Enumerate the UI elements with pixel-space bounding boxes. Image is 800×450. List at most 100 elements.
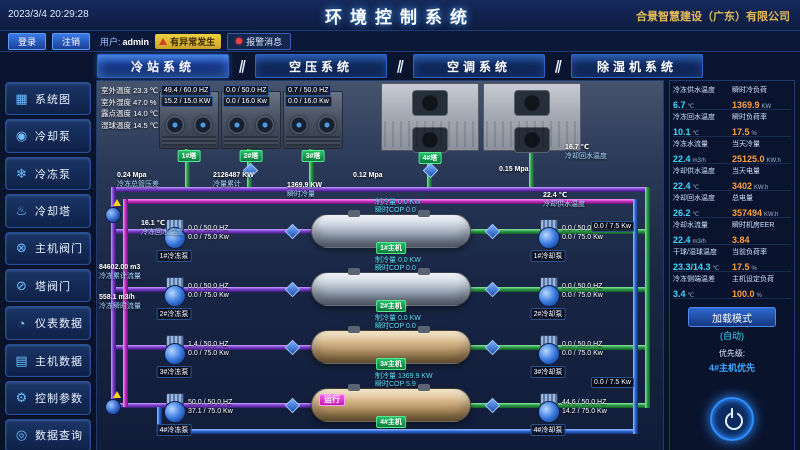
pump-readout: 1.4 / 50.0 HZ 0.0 / 75.0 Kw: [188, 340, 229, 359]
pump-unit[interactable]: 0.0 / 50.0 HZ 0.0 / 75.0 Kw 1#冷冻泵: [156, 219, 229, 262]
metric-cell: 冷却供水温度 22.4℃: [673, 166, 732, 189]
tab[interactable]: 冷站系统: [97, 54, 229, 78]
alarm-triangle-icon: [113, 199, 121, 206]
metric-unit: ℃: [692, 131, 700, 135]
cooling-tower[interactable]: 49.4 / 60.0 HZ 15.2 / 15.0 KW 1#塔: [159, 85, 219, 162]
page-title: 环境控制系统: [325, 7, 475, 27]
pump-unit[interactable]: 0.0 / 50.0 HZ 0.0 / 75.0 Kw 2#冷冻泵: [156, 277, 229, 320]
pipe: [633, 199, 638, 434]
metric-value: 357494: [732, 208, 763, 216]
sidebar-item-icon: ⊘: [16, 277, 27, 293]
sidebar-item-icon: ◎: [15, 427, 28, 443]
metric-cell: 当前负荷率 17.5%: [732, 247, 791, 270]
cooling-tower[interactable]: 4#塔: [381, 83, 479, 164]
priority-block: 优先级: 4#主机优先: [673, 348, 791, 374]
metric-unit: m3/h: [692, 239, 706, 243]
chiller-unit[interactable]: 制冷量 0.0 KW 瞬时COP 0.0 3#主机: [311, 315, 471, 370]
pump-power: 14.2 / 75.0 Kw: [562, 408, 607, 416]
sidebar-item[interactable]: ⊘ 塔阀门: [5, 269, 91, 303]
inline-pump-icon[interactable]: [105, 199, 121, 223]
pump-power: 0.0 / 75.0 Kw: [562, 350, 603, 358]
chiller-cop-readout: 瞬时COP 0.0: [375, 323, 416, 330]
env-reading: 湿球温度 14.5 ℃: [101, 120, 159, 130]
load-mode-button[interactable]: 加载模式: [688, 307, 776, 327]
power-button[interactable]: [710, 397, 754, 441]
pump-power: 0.0 / 75.0 Kw: [188, 350, 229, 358]
login-button[interactable]: 登录: [8, 32, 47, 50]
sidebar-item[interactable]: ⚙ 控制参数: [5, 381, 91, 415]
pump-tag: 3#冷却泵: [530, 366, 566, 378]
chiller-unit[interactable]: 制冷量 0.0 KW 瞬时COP 0.0 2#主机: [311, 257, 471, 312]
inline-pump-icon[interactable]: [105, 391, 121, 415]
tab-label: 空压系统: [288, 59, 353, 74]
alarm-messages-button[interactable]: 报警消息: [227, 32, 292, 50]
tower-frequency-readout: 49.4 / 60.0 HZ: [161, 85, 212, 97]
metric-value: 22.4: [673, 235, 691, 243]
chiller-capacity-readout: 制冷量 0.0 KW: [375, 315, 421, 322]
cooling-tower[interactable]: 0.0 / 50.0 HZ 0.0 / 16.0 Kw 2#塔: [221, 85, 281, 162]
label-value: 0.15 Mpa: [499, 166, 529, 173]
metric-value: 26.2: [673, 208, 691, 216]
metric-label: 冷冻回水温度: [673, 114, 715, 121]
user-label: 用户:: [100, 36, 121, 47]
sidebar-item[interactable]: ❄ 冷冻泵: [5, 156, 91, 191]
chiller-cop-readout: 瞬时COP 5.9: [375, 381, 416, 388]
sidebar-item[interactable]: ▦ 系统图: [5, 82, 91, 116]
clock: 2023/3/4 20:29:28: [8, 9, 89, 20]
cooling-tower[interactable]: [483, 83, 581, 153]
sidebar-item-icon: ▦: [15, 90, 28, 106]
tab-label: 空调系统: [446, 59, 511, 74]
metric-label: 瞬时机房EER: [732, 222, 775, 229]
tab[interactable]: 空压系统: [255, 54, 387, 78]
label-caption: 瞬时冷量: [287, 191, 315, 199]
sidebar-item-icon: ◉: [15, 128, 28, 144]
pump-unit[interactable]: 0.0 / 50.0 HZ 0.0 / 75.0 Kw 3#冷却泵: [530, 335, 603, 378]
tower-tag: 1#塔: [177, 150, 201, 162]
sidebar-item-icon: ❄: [16, 165, 27, 181]
sidebar-item[interactable]: ♨ 冷却塔: [5, 194, 91, 228]
pump-readout: 0.0 / 50.0 HZ 0.0 / 75.0 Kw: [562, 282, 603, 301]
cooling-tower[interactable]: 0.7 / 50.0 HZ 0.0 / 16.0 Kw 3#塔: [283, 85, 343, 162]
tower-tag: 2#塔: [239, 150, 263, 162]
fan-icon: [256, 116, 275, 134]
pump-readout: 0.0 / 50.0 HZ 0.0 / 75.0 Kw: [562, 340, 603, 359]
toolbar: 登录 注销 用户:admin 有异常发生 报警消息: [0, 31, 800, 52]
sidebar-item[interactable]: ⊗ 主机阀门: [5, 231, 91, 266]
pipe: [111, 187, 116, 409]
metric-unit: ℃: [692, 185, 700, 189]
fan-icon: [412, 90, 448, 116]
pump-unit[interactable]: 1.4 / 50.0 HZ 0.0 / 75.0 Kw 3#冷冻泵: [156, 335, 229, 378]
metric-row: 冷冻回水温度 10.1℃ 瞬时负荷率 17.5%: [673, 110, 791, 137]
tab[interactable]: 除湿机系统: [571, 54, 703, 78]
pump-frequency: 44.6 / 50.0 HZ: [562, 399, 607, 406]
pump-readout: 0.0 / 50.0 HZ 0.0 / 75.0 Kw: [188, 224, 229, 243]
sidebar-item[interactable]: ◎ 数据查询: [5, 418, 91, 450]
pump-unit[interactable]: 0.0 / 50.0 HZ 0.0 / 75.0 Kw 1#冷却泵: [530, 219, 603, 262]
chiller-unit[interactable]: 制冷量 1369.9 KW 瞬时COP 5.9 4#主机: [311, 373, 471, 428]
metric-unit: ℃: [687, 293, 695, 297]
sidebar-item[interactable]: ◔ 仪表数据: [5, 306, 91, 340]
sidebar-item[interactable]: ◉ 冷却泵: [5, 119, 91, 153]
sidebar-item-label: 主机阀门: [35, 243, 83, 256]
sidebar-item[interactable]: ▤ 主机数据: [5, 343, 91, 378]
metric-cell: 冷冻供水温度 6.7℃: [673, 85, 732, 108]
tab[interactable]: 空调系统: [413, 54, 545, 78]
pump-unit[interactable]: 50.0 / 50.0 HZ 37.1 / 75.0 Kw 4#冷冻泵: [156, 393, 233, 436]
pump-unit[interactable]: 44.6 / 50.0 HZ 14.2 / 75.0 Kw 4#冷却泵: [530, 393, 607, 436]
metric-value: 3.84: [732, 235, 750, 243]
metric-label: 瞬时负荷率: [732, 114, 767, 121]
label-value: 0.0 / 7.5 Kw: [594, 379, 631, 386]
pump-unit[interactable]: 0.0 / 50.0 HZ 0.0 / 75.0 Kw 2#冷却泵: [530, 277, 603, 320]
metric-value: 100.0: [732, 289, 755, 297]
metric-cell: 干球/湿球温度 23.3/14.3℃: [673, 247, 732, 270]
alarm-label: 报警消息: [246, 36, 283, 47]
metric-label: 当前负荷率: [732, 249, 767, 256]
system-tabs: 冷站系统 空压系统 空调系统 除湿机系统: [0, 52, 800, 80]
metric-cell: 冷却回水温度 26.2℃: [673, 193, 732, 216]
pump-power: 37.1 / 75.0 Kw: [188, 408, 233, 416]
metric-label: 冷冻供水温度: [673, 87, 715, 94]
chiller-unit[interactable]: 制冷量 0.0 KW 瞬时COP 0.0 1#主机: [311, 199, 471, 254]
logout-button[interactable]: 注销: [52, 32, 91, 50]
